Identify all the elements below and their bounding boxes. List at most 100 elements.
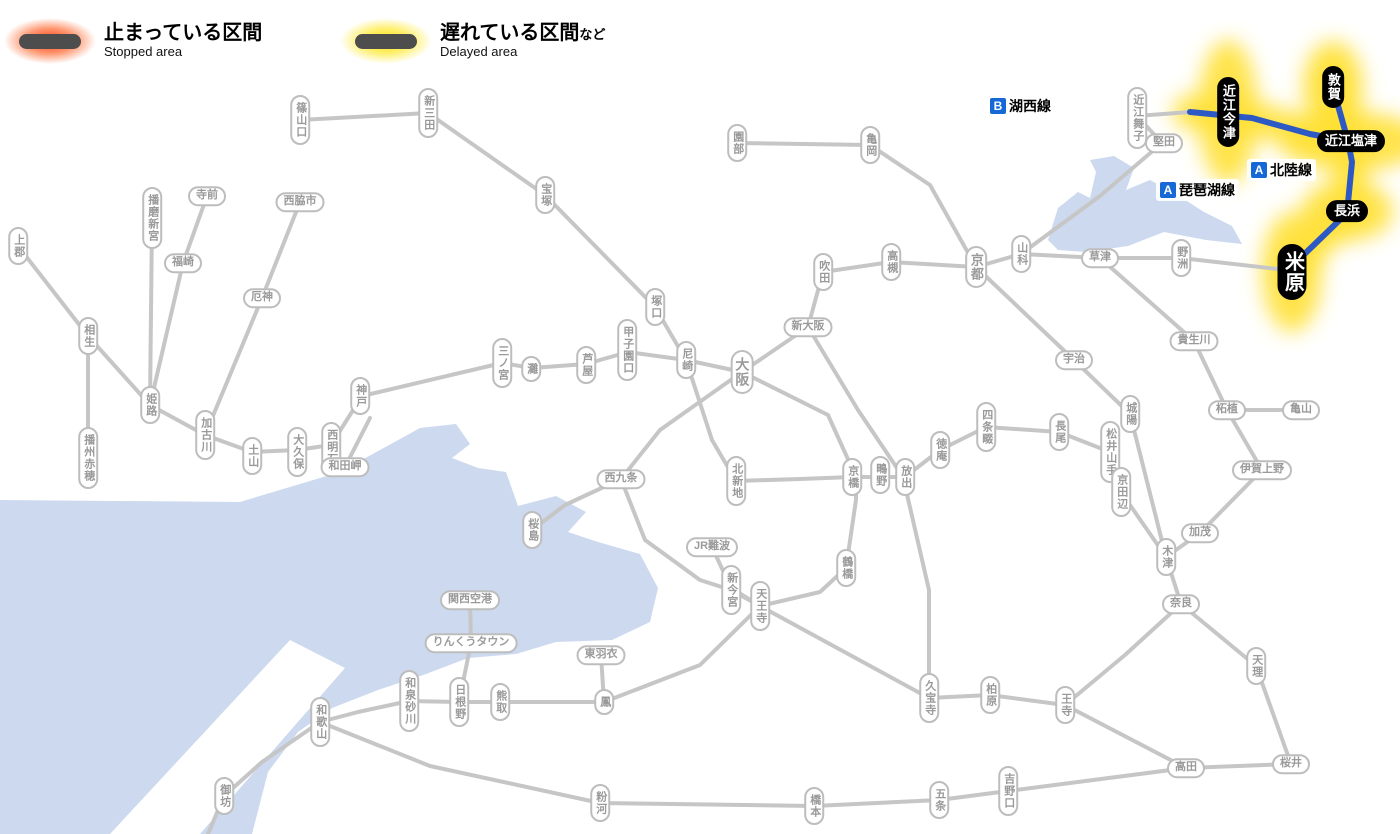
station-pill: 松井山手 xyxy=(1100,421,1120,483)
line-letter-badge: B xyxy=(990,98,1006,114)
station-pill: 三ノ宮 xyxy=(492,338,512,388)
station-pill: 園部 xyxy=(727,124,747,162)
kisei-line xyxy=(206,720,322,834)
station-pill: 近江舞子 xyxy=(1127,87,1147,149)
station-pill: 厄神 xyxy=(243,288,281,308)
legend-delayed-label-suffix: など xyxy=(579,27,606,43)
station-pill: 加古川 xyxy=(195,410,215,460)
station-pill: 甲子園口 xyxy=(617,319,637,381)
station-pill: 和泉砂川 xyxy=(399,670,419,732)
legend-stopped: 止まっている区間 Stopped area xyxy=(4,18,262,64)
station-pill: 王寺 xyxy=(1055,686,1075,724)
station-pill: 貴生川 xyxy=(1169,331,1219,351)
station-pill: 篠山口 xyxy=(290,95,310,145)
line-name-text: 北陸線 xyxy=(1270,162,1312,178)
station-pill: 堅田 xyxy=(1145,133,1183,153)
station-pill: 熊取 xyxy=(490,683,510,721)
station-pill: 桜井 xyxy=(1272,754,1310,774)
line-name-text: 琵琶湖線 xyxy=(1179,182,1235,198)
station-pill: 伊賀上野 xyxy=(1232,460,1292,480)
station-pill: 徳庵 xyxy=(930,431,950,469)
station-pill: 吉野口 xyxy=(998,766,1018,816)
wakayama-line xyxy=(318,703,1188,808)
station-pill: 山科 xyxy=(1011,235,1031,273)
station-pill: 和歌山 xyxy=(310,697,330,747)
line-name-text: 湖西線 xyxy=(1009,98,1051,114)
station-pill: 北新地 xyxy=(726,456,746,506)
sagano-line xyxy=(735,141,978,269)
station-pill: 播州赤穂 xyxy=(78,427,98,489)
station-pill: 高槻 xyxy=(881,243,901,281)
station-pill: 奈良 xyxy=(1162,594,1200,614)
station-pill: 木津 xyxy=(1156,538,1176,576)
station-pill: 鳳 xyxy=(594,689,614,715)
station-pill: 日根野 xyxy=(449,677,469,727)
sakurai-line xyxy=(1179,602,1293,770)
station-pill: 大阪 xyxy=(730,350,754,394)
station-pill: 放出 xyxy=(895,458,915,496)
station-pill: JR難波 xyxy=(685,537,739,557)
station-pill: 鴫野 xyxy=(870,456,890,494)
station-pill: 和田岬 xyxy=(320,457,370,477)
station-pill: 姫路 xyxy=(140,386,160,424)
station-pill: 橋本 xyxy=(804,787,824,825)
station-pill: 土山 xyxy=(242,437,262,475)
station-pill: 寺前 xyxy=(188,186,226,206)
hanwa-line xyxy=(318,604,762,724)
station-pill: 長尾 xyxy=(1049,413,1069,451)
legend-delayed-label-main: 遅れている区間 xyxy=(440,22,580,45)
station-pill: 新大阪 xyxy=(783,317,833,337)
station-pill: 城陽 xyxy=(1120,395,1140,433)
station-pill: りんくうタウン xyxy=(424,633,518,653)
station-pill: 吹田 xyxy=(813,253,833,291)
station-pill: 上郡 xyxy=(8,227,28,265)
stopped-line-sample xyxy=(19,33,81,49)
station-pill: 長浜 xyxy=(1325,200,1369,222)
station-pill: 尼崎 xyxy=(676,341,696,379)
station-pill: 五条 xyxy=(929,781,949,819)
stopped-glow-swatch xyxy=(4,18,96,64)
station-pill: 亀岡 xyxy=(860,126,880,164)
station-pill: 柘植 xyxy=(1208,400,1246,420)
delayed-glow-swatch xyxy=(340,18,432,64)
station-pill: 桜島 xyxy=(522,511,542,549)
station-pill: 近江今津 xyxy=(1217,77,1239,147)
legend-delayed: 遅れている区間など Delayed area xyxy=(340,18,605,64)
station-pill: 四条畷 xyxy=(976,402,996,452)
station-pill: 芦屋 xyxy=(576,346,596,384)
station-pill: 京橋 xyxy=(842,458,862,496)
station-pill: 京都 xyxy=(965,246,987,288)
station-pill: 塚口 xyxy=(645,288,665,326)
station-pill: 宝塚 xyxy=(535,176,555,214)
station-pill: 福崎 xyxy=(164,253,202,273)
station-pill: 草津 xyxy=(1081,248,1119,268)
station-pill: 大久保 xyxy=(287,427,307,477)
station-pill: 天王寺 xyxy=(750,581,770,631)
legend-delayed-label-en: Delayed area xyxy=(440,44,518,60)
osaka-bay xyxy=(0,424,658,834)
delayed-line-sample xyxy=(355,33,417,49)
station-pill: 敦賀 xyxy=(1322,66,1344,108)
station-pill: 播磨新宮 xyxy=(142,187,162,249)
station-pill: 米原 xyxy=(1277,244,1307,300)
station-pill: 新今宮 xyxy=(721,565,741,615)
station-pill: 西九条 xyxy=(596,469,646,489)
station-pill: 神戸 xyxy=(350,377,370,415)
station-pill: 鶴橋 xyxy=(836,549,856,587)
station-pill: 久宝寺 xyxy=(919,673,939,723)
station-pill: 粉河 xyxy=(590,784,610,822)
station-pill: 新三田 xyxy=(418,88,438,138)
legend-stopped-label-ja: 止まっている区間 xyxy=(104,22,263,45)
lake-biwa xyxy=(1048,156,1242,252)
line-letter-badge: A xyxy=(1160,182,1176,198)
station-pill: 宇治 xyxy=(1055,350,1093,370)
legend-delayed-label-ja: 遅れている区間など xyxy=(440,22,605,44)
kishin-line xyxy=(148,216,154,407)
station-pill: 近江塩津 xyxy=(1316,130,1386,152)
station-pill: 柏原 xyxy=(980,676,1000,714)
station-pill: 灘 xyxy=(521,356,541,382)
station-pill: 相生 xyxy=(78,317,98,355)
